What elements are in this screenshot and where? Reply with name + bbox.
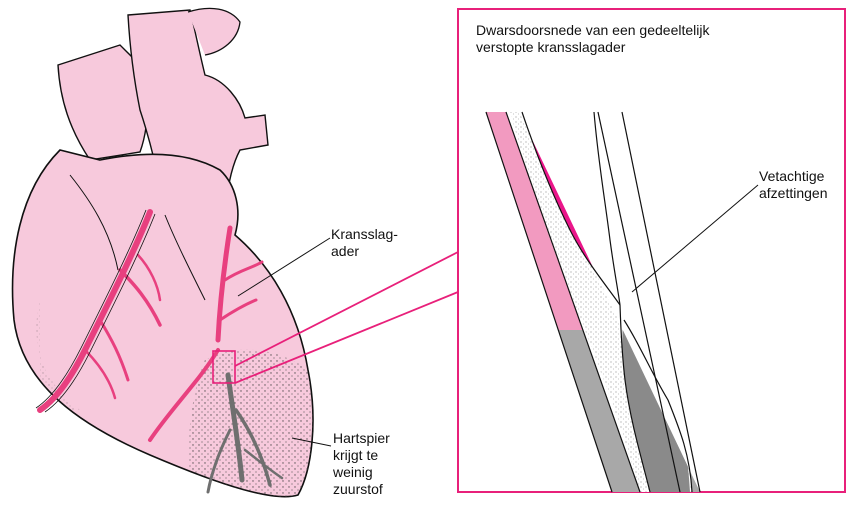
inset-title: Dwarsdoorsnede van een gedeeltelijk vers… (476, 22, 796, 56)
label-coronary-artery: Kransslag- ader (331, 226, 441, 260)
heart-illustration (13, 8, 320, 509)
label-heart-muscle: Hartspier krijgt te weinig zuurstof (333, 430, 443, 498)
cross-section-inset (458, 9, 845, 492)
label-fatty-deposits: Vetachtige afzettingen (759, 168, 846, 202)
